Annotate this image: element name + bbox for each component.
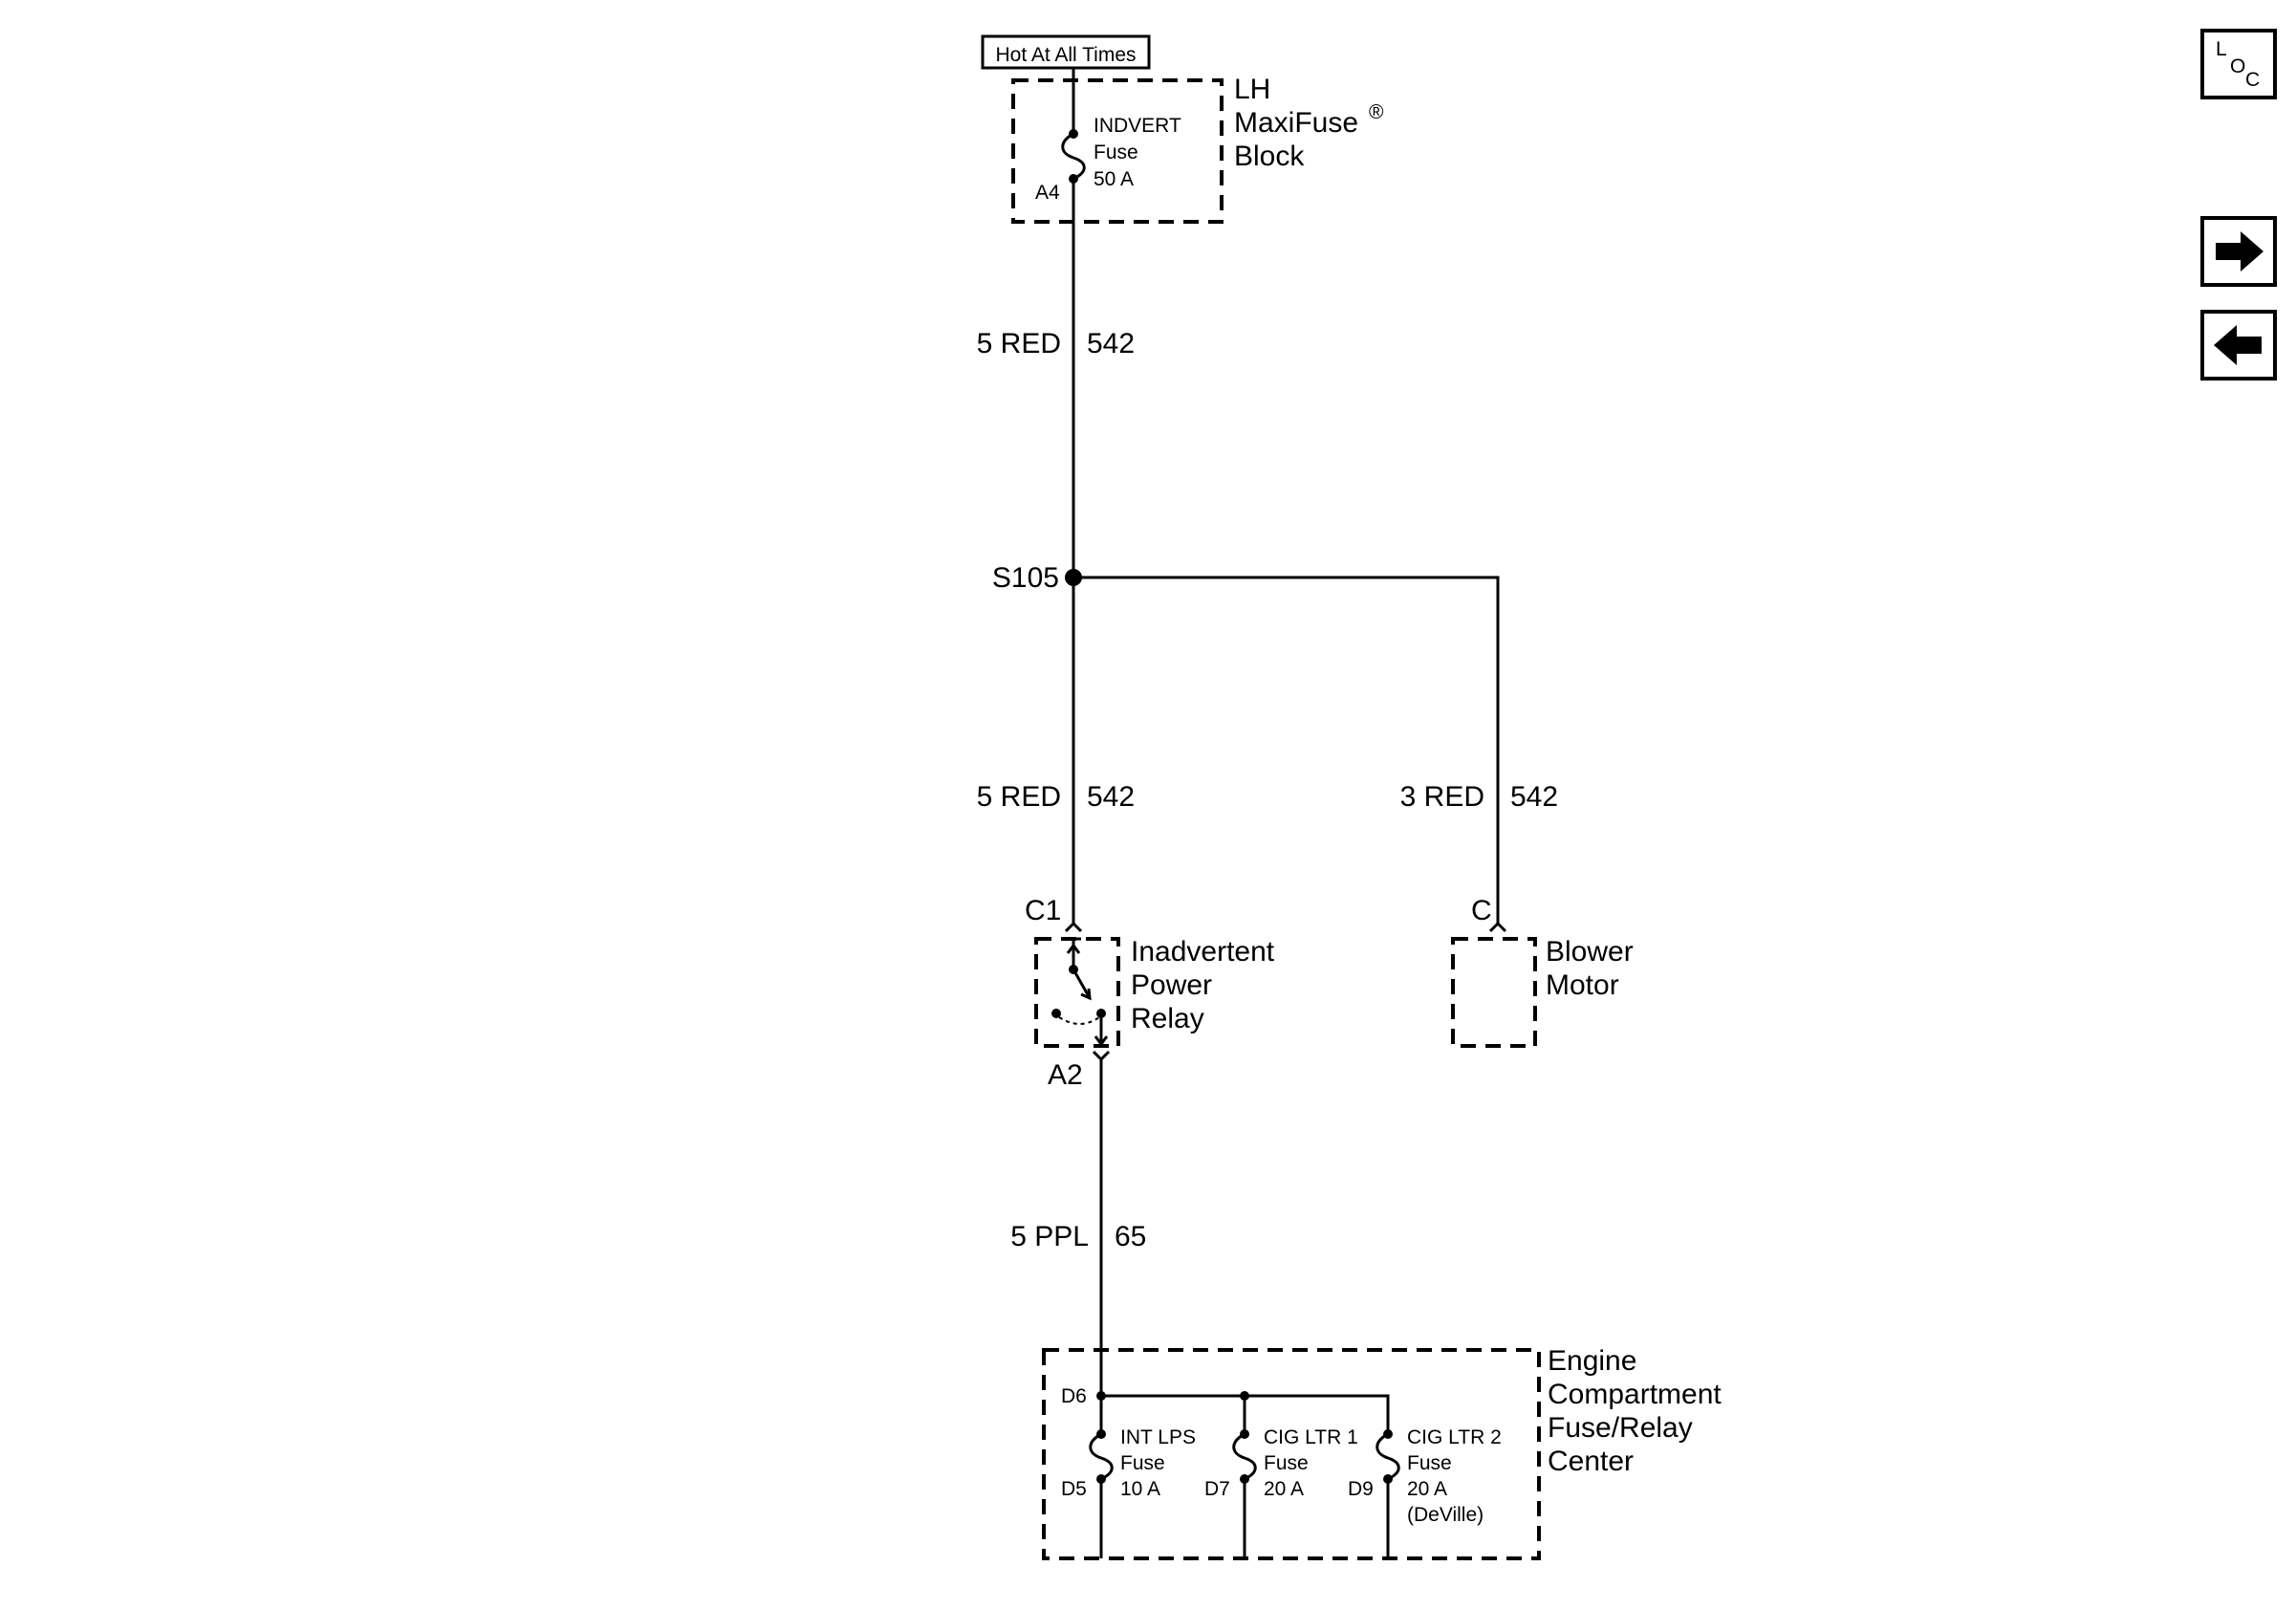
relay-switch-symbol <box>1051 937 1109 1047</box>
loc-letter-l: L <box>2216 38 2227 60</box>
maxifuse-name-line2: MaxiFuse <box>1234 107 1358 139</box>
terminal-a4: A4 <box>1035 182 1060 204</box>
arrow-right-icon <box>2216 231 2264 272</box>
relay-name-line3: Relay <box>1131 1003 1204 1034</box>
fuse-center-name-line3: Fuse/Relay <box>1548 1412 1693 1444</box>
wire-542-blower <box>1073 576 1500 924</box>
fuse2-word: Fuse <box>1264 1452 1309 1474</box>
wire4-circuit: 65 <box>1115 1221 1146 1252</box>
previous-page-button[interactable] <box>2200 310 2277 381</box>
fuse-center-name-line1: Engine <box>1548 1345 1636 1377</box>
relay-name-line2: Power <box>1131 969 1212 1001</box>
next-page-button[interactable] <box>2200 216 2277 287</box>
fuse-int-lps: INT LPS Fuse 10 A D5 <box>1061 1426 1196 1558</box>
fuse1-word: Fuse <box>1120 1452 1165 1474</box>
hot-at-all-times-label: Hot At All Times <box>981 34 1151 70</box>
blower-name-line2: Motor <box>1546 969 1619 1001</box>
maxifuse-name-line1: LH <box>1234 74 1270 105</box>
inadvertent-power-relay: C1 Inadvertent Power Relay A2 <box>1025 895 1275 1091</box>
wire1-circuit: 542 <box>1087 328 1135 359</box>
location-button[interactable]: L O C <box>2200 29 2277 99</box>
blower-motor: C Blower Motor <box>1451 895 1634 1048</box>
wire4-size-color: 5 PPL <box>1010 1221 1089 1252</box>
wire3-size-color: 3 RED <box>1400 781 1484 813</box>
fuse-cig-ltr-1: CIG LTR 1 Fuse 20 A D7 <box>1204 1426 1358 1558</box>
indvert-fuse-word: Fuse <box>1094 141 1138 163</box>
fuse2-name: CIG LTR 1 <box>1264 1426 1358 1448</box>
loc-letter-c: C <box>2245 69 2260 91</box>
fuse-center-name-line4: Center <box>1548 1446 1634 1477</box>
indvert-fuse-rating: 50 A <box>1094 168 1134 190</box>
fuse2-rating: 20 A <box>1264 1478 1304 1500</box>
terminal-d9: D9 <box>1348 1478 1374 1500</box>
terminal-d5: D5 <box>1061 1478 1087 1500</box>
fuse-cig-ltr-2: CIG LTR 2 Fuse 20 A (DeVille) D9 <box>1348 1426 1502 1558</box>
fuse3-name: CIG LTR 2 <box>1407 1426 1502 1448</box>
relay-connector-c1: C1 <box>1025 895 1061 926</box>
fuse3-word: Fuse <box>1407 1452 1452 1474</box>
fuse1-name: INT LPS <box>1120 1426 1196 1448</box>
indvert-fuse-symbol <box>1061 129 1086 184</box>
wire2-circuit: 542 <box>1087 781 1135 813</box>
fuse1-rating: 10 A <box>1120 1478 1160 1500</box>
connector-c-symbol <box>1488 921 1507 933</box>
fuse-center-outline <box>1042 1348 1541 1560</box>
relay-outline <box>1034 937 1120 1048</box>
terminal-d6: D6 <box>1061 1385 1087 1407</box>
wire3-circuit: 542 <box>1510 781 1558 813</box>
indvert-fuse-name: INDVERT <box>1094 115 1181 137</box>
splice-label: S105 <box>992 562 1059 594</box>
engine-fuse-relay-center: Engine Compartment Fuse/Relay Center D6 … <box>1042 1345 1722 1560</box>
maxifuse-registered-mark: ® <box>1369 101 1384 123</box>
blower-name-line1: Blower <box>1546 936 1634 968</box>
fuse3-rating: 20 A <box>1407 1478 1447 1500</box>
loc-letter-o: O <box>2230 55 2245 77</box>
maxifuse-block: LH MaxiFuse ® Block INDVERT Fuse 50 A A4 <box>1011 74 1384 224</box>
blower-connector-c: C <box>1471 895 1492 926</box>
maxifuse-name-line3: Block <box>1234 141 1305 172</box>
fuse3-note: (DeVille) <box>1407 1504 1484 1526</box>
blower-motor-outline <box>1451 937 1537 1048</box>
maxifuse-block-outline <box>1011 78 1224 224</box>
fuse-bus <box>1101 1394 1390 1434</box>
hot-label-text: Hot At All Times <box>995 44 1136 66</box>
wire2-size-color: 5 RED <box>977 781 1061 813</box>
arrow-left-icon <box>2214 325 2262 365</box>
connector-c1-symbol <box>1064 921 1083 933</box>
splice-s105: S105 <box>992 562 1082 594</box>
wire1-size-color: 5 RED <box>977 328 1061 359</box>
relay-name-line1: Inadvertent <box>1131 936 1275 968</box>
fuse-center-name-line2: Compartment <box>1548 1379 1722 1410</box>
terminal-d7: D7 <box>1204 1478 1230 1500</box>
relay-connector-a2: A2 <box>1048 1059 1083 1091</box>
connector-a2-symbol <box>1092 1050 1111 1062</box>
